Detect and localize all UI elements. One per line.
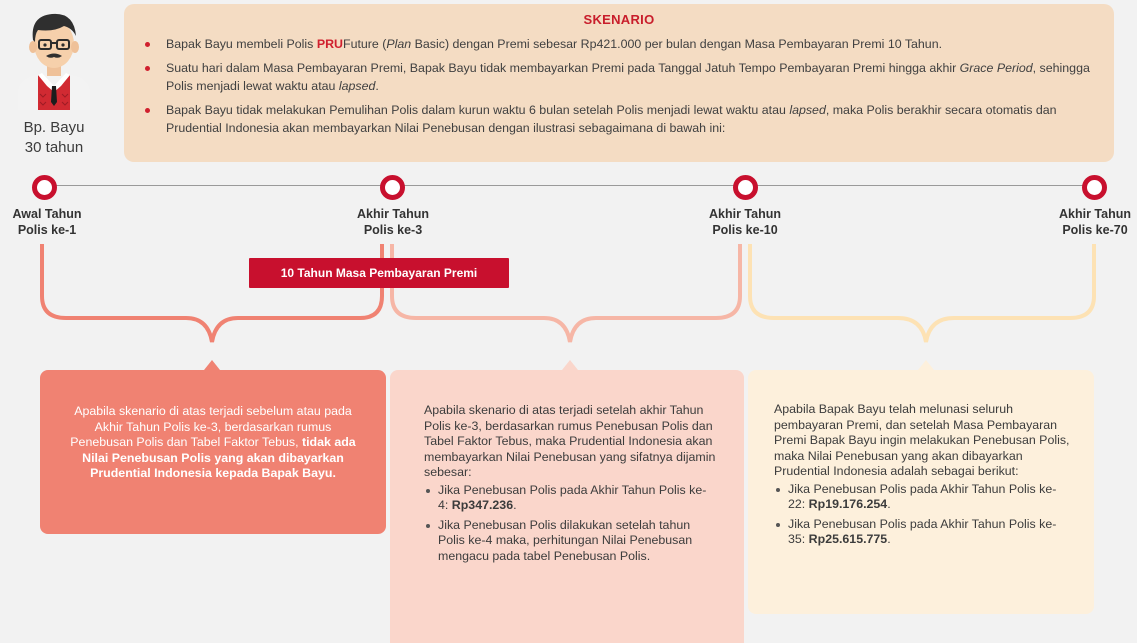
scenario-item-2: Suatu hari dalam Masa Pembayaran Premi, … <box>142 59 1096 95</box>
info-box-before-year-3: Apabila skenario di atas terjadi sebelum… <box>40 370 386 534</box>
brace-3 <box>748 244 1096 343</box>
premium-period-bar: 10 Tahun Masa Pembayaran Premi <box>249 258 509 288</box>
timeline-node-1 <box>32 175 57 200</box>
scenario-item-1: Bapak Bayu membeli Polis PRUFuture (Plan… <box>142 35 1096 53</box>
scenario-list: Bapak Bayu membeli Polis PRUFuture (Plan… <box>142 35 1096 137</box>
scenario-item-3: Bapak Bayu tidak melakukan Pemulihan Pol… <box>142 101 1096 137</box>
timeline-line <box>44 185 1094 186</box>
box3-item-1: Jika Penebusan Polis pada Akhir Tahun Po… <box>774 482 1072 513</box>
info-box-after-year-3: Apabila skenario di atas terjadi setelah… <box>390 370 744 643</box>
brace-1 <box>40 244 384 343</box>
box1-pointer <box>204 360 220 370</box>
box1-text: Apabila skenario di atas terjadi sebelum… <box>70 404 356 480</box>
box3-intro: Apabila Bapak Bayu telah melunasi seluru… <box>774 402 1070 478</box>
timeline-node-3 <box>733 175 758 200</box>
persona-name: Bp. Bayu <box>23 119 85 136</box>
timeline-node-2 <box>380 175 405 200</box>
box2-list: Jika Penebusan Polis pada Akhir Tahun Po… <box>424 483 716 565</box>
box3-item-2: Jika Penebusan Polis pada Akhir Tahun Po… <box>774 517 1072 548</box>
box2-pointer <box>562 360 578 370</box>
scenario-title: SKENARIO <box>583 12 655 27</box>
box2-intro: Apabila skenario di atas terjadi setelah… <box>424 403 716 479</box>
box2-item-1: Jika Penebusan Polis pada Akhir Tahun Po… <box>424 483 716 514</box>
timeline-node-4 <box>1082 175 1107 200</box>
box3-pointer <box>918 360 934 370</box>
person-avatar-icon <box>18 13 90 110</box>
box3-list: Jika Penebusan Polis pada Akhir Tahun Po… <box>774 482 1072 548</box>
persona-age: 30 tahun <box>24 139 84 156</box>
info-box-after-premium-period: Apabila Bapak Bayu telah melunasi seluru… <box>748 370 1094 614</box>
scenario-panel: SKENARIO Bapak Bayu membeli Polis PRUFut… <box>124 4 1114 162</box>
brace-2 <box>390 244 742 343</box>
box2-item-2: Jika Penebusan Polis dilakukan setelah t… <box>424 518 716 565</box>
